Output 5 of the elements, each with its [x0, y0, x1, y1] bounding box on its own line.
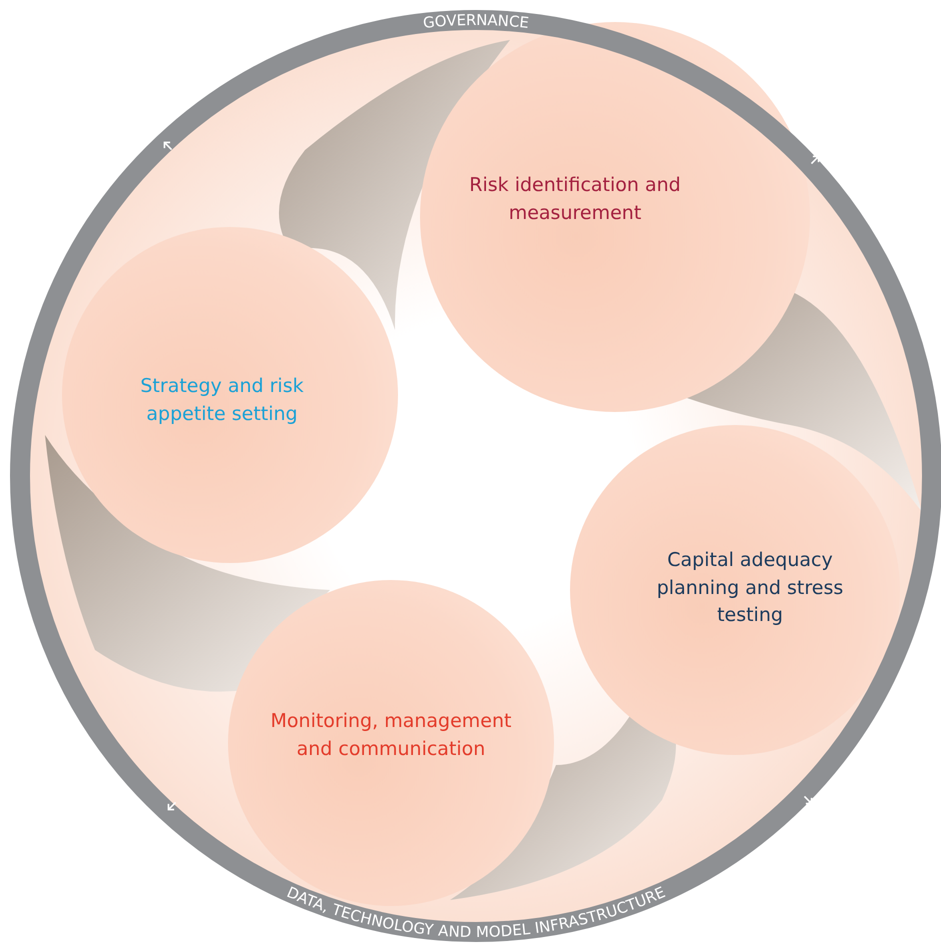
stage-label: Capital adequacy planning and stress testing — [656, 548, 844, 628]
ring-label: GOVERNANCE — [422, 10, 530, 32]
stage-label: Monitoring, management and communication — [270, 709, 512, 762]
stage-label: Strategy and risk appetite setting — [139, 374, 305, 427]
stage-label: Risk identification and measurement — [468, 173, 682, 226]
